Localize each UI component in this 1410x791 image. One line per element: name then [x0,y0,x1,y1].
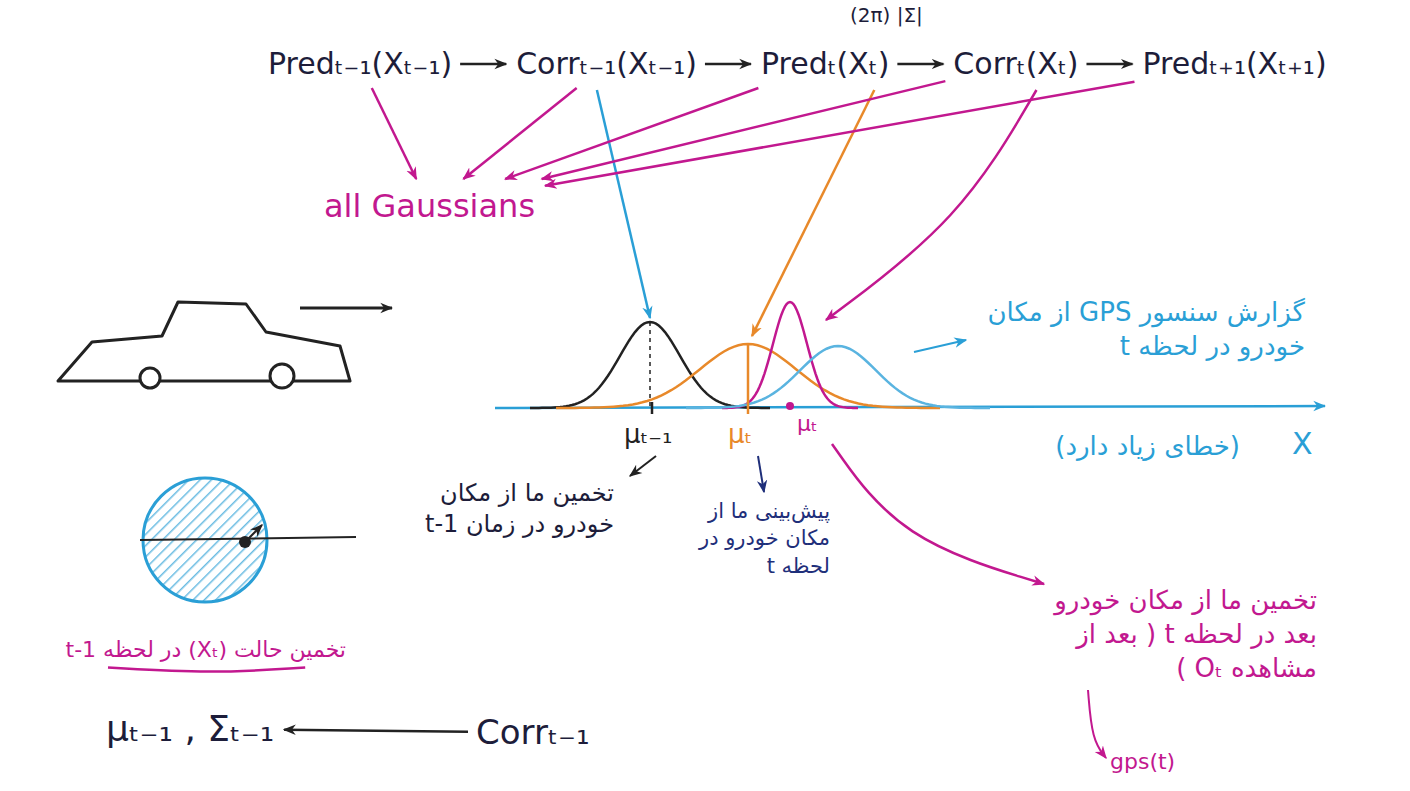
flow-arrow [460,63,506,66]
flow-arrow [897,63,943,66]
state-box: μₜ₋₁ , Σₜ₋₁ [100,703,280,754]
node-text: Corrₜ₋₁ [476,712,590,753]
mean-mark [649,322,651,408]
mean-mark [747,344,750,414]
annotation-note: (خطای زیاد دارد) [990,430,1240,464]
car-wheel [140,368,160,388]
node-text: Predₜ(Xₜ) [761,46,889,82]
axis-label: gps(t) [1110,748,1175,777]
flow-arrow [705,63,751,66]
flow-arrow [545,82,1134,186]
node-text: Predₜ₊₁(Xₜ₊₁) [1142,46,1326,82]
annotation-note: گزارش سنسور GPS از مکان خودرو در لحظه t [975,296,1305,364]
car-body [58,302,350,381]
node-text: Corrₜ₋₁(Xₜ₋₁) [516,46,697,82]
axis-label: μₜ [797,410,818,439]
axis-label: X [1292,424,1313,463]
flow-arrow [372,88,416,179]
car-wheel [270,364,294,388]
leader-line [630,456,656,476]
filter-step: Predₜ(Xₜ) [755,42,895,86]
filter-step: Corrₜ(Xₜ) [947,42,1084,86]
filter-step: Predₜ₋₁(Xₜ₋₁) [262,42,458,86]
leader-line [597,90,650,318]
flow-arrow [542,81,946,179]
position-arrow [247,525,262,540]
filter-step: Predₜ₊₁(Xₜ₊₁) [1136,42,1332,86]
mean-dot [786,402,794,410]
annotation-note: تخمین ما از مکان خودرو بعد در لحظه t ( ب… [1052,584,1317,685]
annotation-note: پیش‌بینی ما از مکان خودرو در لحظه t [690,498,830,580]
gaussian-curve [530,322,770,408]
mean-tick [651,402,654,414]
node-text: Corrₜ(Xₜ) [953,46,1078,82]
leader-line [826,90,1036,320]
annotation-note: تخمین ما از مکان خودرو در زمان t-1 [414,478,614,540]
gaussian-curve [722,302,858,408]
motion-arrow [300,307,392,310]
flow-arrow [284,730,468,732]
underline-bracket [108,668,305,672]
axis-label: μₜ₋₁ [624,418,672,452]
filter-step: Corrₜ₋₁(Xₜ₋₁) [510,42,703,86]
flow-arrow [1086,63,1132,66]
gaussian-curve [686,346,990,408]
node-text: all Gaussians [324,187,535,225]
flow-arrow [463,88,576,179]
node-text: Predₜ₋₁(Xₜ₋₁) [268,46,452,82]
leader-line [1088,690,1106,758]
annotation-note: تخمین حالت (Xₜ) در لحظه t-1 [6,636,346,665]
leader-line [914,340,966,352]
leader-line [832,444,1044,584]
node-text: μₜ₋₁ , Σₜ₋₁ [106,707,274,750]
formula-fragment: (2π) |Σ| [850,2,923,28]
flow-arrow [505,88,758,179]
axis-label: μₜ [728,418,752,452]
group-note: all Gaussians [318,183,541,229]
leader-line [758,456,764,492]
state-box: Corrₜ₋₁ [470,708,596,757]
